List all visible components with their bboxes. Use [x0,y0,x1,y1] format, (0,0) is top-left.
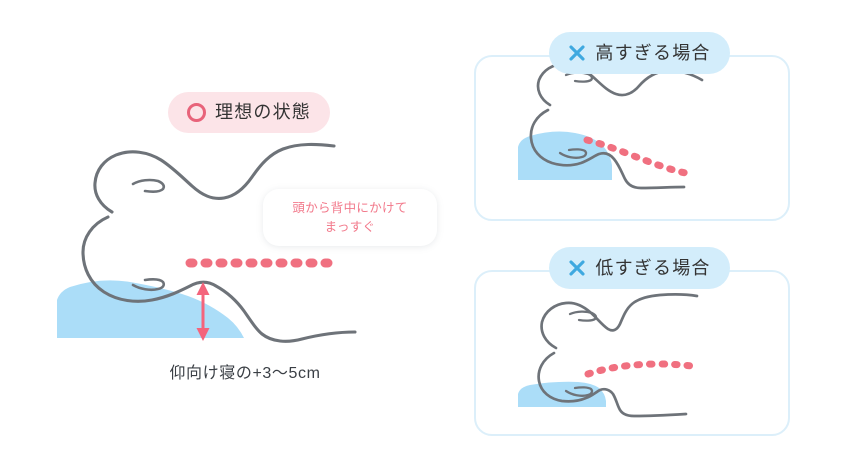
badge-too-high-label: 高すぎる場合 [595,42,711,63]
pillow-height-arrow [196,282,210,341]
circle-icon [187,103,206,122]
badge-too-low: 低すぎる場合 [549,247,730,289]
callout-line-1: 頭から背中にかけて [292,201,408,216]
callout-bubble: 頭から背中にかけて まっすぐ [263,189,437,246]
body-outline-lower-too-high [529,108,686,190]
badge-ideal-label: 理想の状態 [215,102,311,122]
badge-too-high: 高すぎる場合 [549,32,730,74]
ear-lower-too-low [564,386,594,397]
x-icon [569,45,585,61]
badge-ideal: 理想の状態 [168,92,330,133]
ear-upper-ideal [131,178,166,193]
body-outline-upper-ideal [93,142,336,214]
ear-upper-too-low [568,310,598,322]
body-outline-lower-too-low [537,351,688,418]
callout-line-2: まっすぐ [324,219,376,234]
illustration-too-low [518,292,699,418]
illustration-ideal-posture [57,142,357,343]
pillow-shape-ideal [57,280,244,338]
illustration-too-high [518,62,704,190]
spine-alignment-dotted-line-too-low [584,360,696,378]
body-outline-lower-ideal [81,215,357,343]
x-icon [569,260,585,276]
caption-pillow-height: 仰向け寝の+3〜5cm [169,365,321,382]
body-outline-upper-too-low [540,292,699,350]
spine-alignment-dotted-line-too-high [583,136,696,178]
badge-too-low-label: 低すぎる場合 [595,257,711,278]
ear-lower-ideal [131,278,166,292]
ear-lower-too-high [558,148,588,159]
card-too-low [474,270,790,436]
